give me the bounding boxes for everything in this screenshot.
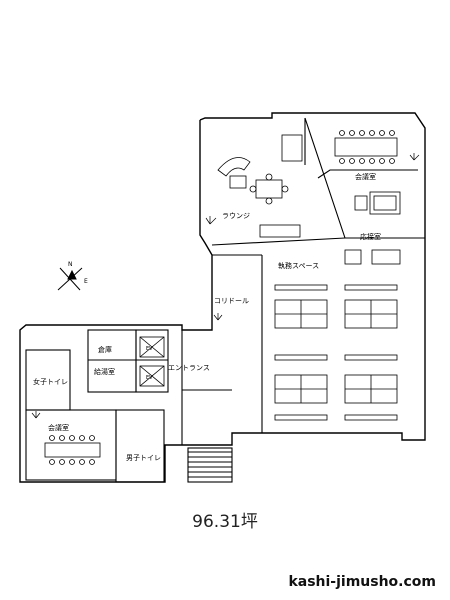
compass-icon	[57, 267, 83, 291]
elevator-shafts	[139, 336, 165, 387]
meeting-room-bottom-furniture	[44, 435, 101, 465]
label-entrance: エントランス	[168, 364, 210, 372]
label-reception-room: 応接室	[360, 232, 381, 241]
label-workspace: 執務スペース	[278, 261, 319, 270]
label-elevator-2: EV	[146, 375, 153, 381]
interior-walls	[25, 117, 425, 483]
compass-east-label: E	[84, 278, 88, 285]
label-womens-toilet: 女子トイレ	[33, 377, 68, 386]
label-meeting-room-bottom: 会議室	[48, 423, 69, 432]
label-mens-toilet: 男子トイレ	[126, 454, 161, 462]
label-corridor: コリドール	[214, 297, 249, 305]
label-storage: 倉庫	[98, 345, 112, 354]
floor-area: 96.31坪	[192, 512, 258, 532]
lounge-furniture	[217, 134, 303, 238]
site-watermark: kashi-jimusho.com	[288, 574, 436, 590]
label-elevator-1: EV	[146, 346, 153, 352]
compass-north-label: N	[68, 261, 73, 268]
label-lounge: ラウンジ	[222, 212, 250, 220]
reception-furniture	[354, 191, 401, 215]
label-meeting-room-top: 会議室	[355, 172, 376, 181]
meeting-room-top-furniture	[334, 130, 398, 164]
label-kitchenette: 給湯室	[94, 367, 115, 376]
workspace-desks	[274, 249, 401, 421]
plant-icons	[31, 153, 420, 419]
